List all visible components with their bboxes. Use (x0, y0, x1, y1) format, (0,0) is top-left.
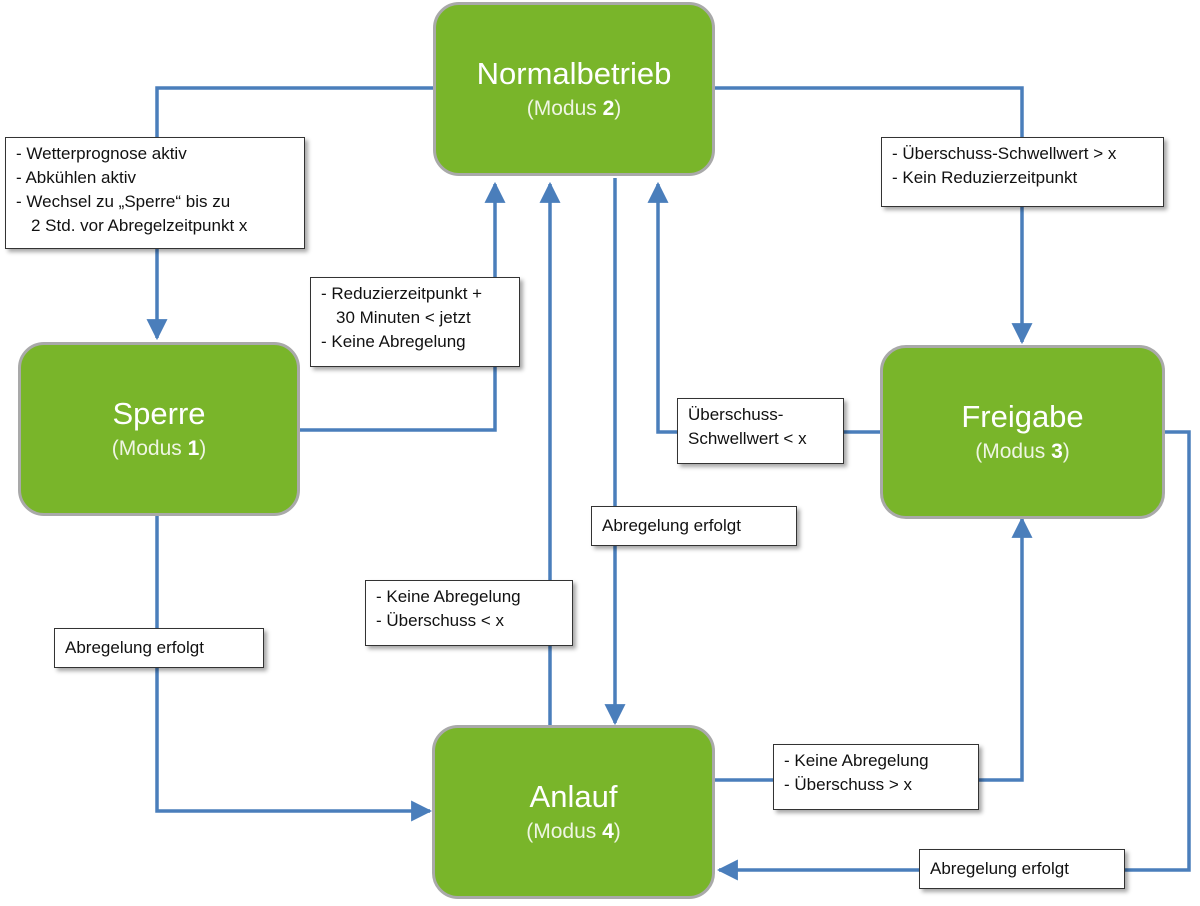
label-line: - Keine Abregelung (376, 587, 521, 606)
state-sperre-mode: (Modus 1) (111, 437, 207, 460)
transition-label-freigabe-to-normal: Überschuss- Schwellwert < x (677, 398, 844, 464)
label-line: - Wechsel zu „Sperre“ bis zu (16, 192, 231, 211)
state-normalbetrieb-title: Normalbetrieb (476, 56, 672, 91)
label-line: - Überschuss > x (784, 775, 913, 794)
state-freigabe: Freigabe (Modus 3) (880, 345, 1165, 519)
label-line: Abregelung erfolgt (602, 516, 741, 535)
label-line: - Überschuss < x (376, 611, 505, 630)
state-anlauf: Anlauf (Modus 4) (432, 725, 715, 899)
label-line: - Abkühlen aktiv (16, 168, 137, 187)
arrow-sperre-to-anlauf (155, 514, 433, 822)
transition-label-freigabe-to-anlauf: Abregelung erfolgt (919, 849, 1125, 889)
label-line: - Kein Reduzierzeitpunkt (892, 168, 1078, 187)
label-line: 2 Std. vor Abregelzeitpunkt x (31, 216, 248, 235)
label-line: - Keine Abregelung (321, 332, 466, 351)
arrow-normal-to-sperre (146, 86, 435, 341)
state-freigabe-title: Freigabe (961, 399, 1084, 434)
transition-label-sperre-to-anlauf: Abregelung erfolgt (54, 628, 264, 668)
state-normalbetrieb: Normalbetrieb (Modus 2) (433, 2, 715, 176)
arrow-anlauf-to-freigabe (713, 516, 1033, 782)
transition-label-anlauf-to-freigabe: - Keine Abregelung - Überschuss > x (773, 744, 979, 810)
label-line: - Wetterprognose aktiv (16, 144, 187, 163)
arrow-sperre-to-normal (298, 181, 506, 432)
label-line: - Reduzierzeitpunkt + (321, 284, 483, 303)
state-sperre-title: Sperre (112, 396, 206, 431)
transition-label-sperre-to-normal: - Reduzierzeitpunkt + 30 Minuten < jetzt… (310, 277, 520, 367)
transition-label-normal-to-freigabe: - Überschuss-Schwellwert > x - Kein Redu… (881, 137, 1164, 207)
transition-label-normal-to-anlauf: Abregelung erfolgt (591, 506, 797, 546)
transition-label-anlauf-to-normal: - Keine Abregelung - Überschuss < x (365, 580, 573, 646)
label-line: - Überschuss-Schwellwert > x (892, 144, 1117, 163)
label-line: Abregelung erfolgt (930, 859, 1069, 878)
label-line: 30 Minuten < jetzt (336, 308, 471, 327)
state-anlauf-title: Anlauf (529, 779, 618, 814)
state-freigabe-mode: (Modus 3) (975, 440, 1070, 463)
transition-label-normal-to-sperre: - Wetterprognose aktiv - Abkühlen aktiv … (5, 137, 305, 249)
label-line: Schwellwert < x (688, 429, 807, 448)
arrow-freigabe-to-normal (647, 181, 882, 434)
arrow-normal-to-freigabe (713, 86, 1033, 345)
label-line: Abregelung erfolgt (65, 638, 204, 657)
state-normalbetrieb-mode: (Modus 2) (526, 97, 622, 120)
label-line: Überschuss- (688, 405, 784, 424)
state-anlauf-mode: (Modus 4) (526, 820, 621, 843)
label-line: - Keine Abregelung (784, 751, 929, 770)
state-sperre: Sperre (Modus 1) (18, 342, 300, 516)
